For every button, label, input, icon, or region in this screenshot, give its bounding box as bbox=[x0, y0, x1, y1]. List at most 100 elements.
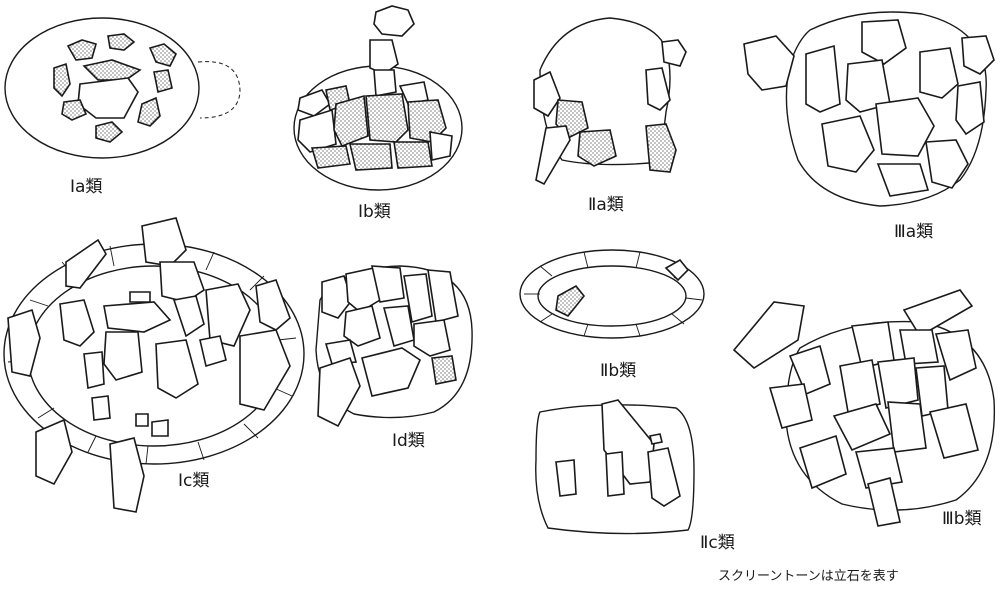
standing-stone bbox=[310, 145, 351, 169]
stone bbox=[555, 459, 577, 497]
stone bbox=[297, 108, 337, 153]
stone bbox=[141, 217, 187, 267]
stone bbox=[647, 447, 681, 507]
standing-stone bbox=[431, 355, 457, 385]
stone bbox=[343, 305, 381, 347]
stone bbox=[799, 434, 847, 490]
type-iiia-figure bbox=[743, 11, 995, 207]
stone bbox=[925, 139, 969, 189]
standing-stone bbox=[148, 43, 177, 67]
standing-stone bbox=[577, 129, 617, 167]
pit-outline bbox=[785, 11, 987, 207]
stone bbox=[899, 329, 939, 365]
stone bbox=[867, 477, 901, 527]
type-iiib-label: Ⅲb類 bbox=[942, 509, 982, 529]
stone bbox=[103, 331, 143, 381]
pit-extension-outline bbox=[197, 61, 241, 119]
stone bbox=[887, 401, 927, 453]
stone bbox=[255, 279, 291, 331]
type-iib-figure bbox=[519, 249, 705, 339]
standing-stone bbox=[95, 121, 124, 143]
type-iib-label: Ⅱb類 bbox=[600, 361, 636, 381]
stone bbox=[370, 265, 405, 303]
stone bbox=[928, 403, 979, 459]
stone bbox=[732, 301, 805, 370]
stone bbox=[788, 344, 831, 396]
type-ic-label: Ⅰc類 bbox=[178, 471, 209, 491]
stone bbox=[919, 47, 959, 99]
stone bbox=[35, 418, 73, 486]
stone bbox=[649, 433, 663, 445]
stone bbox=[832, 403, 892, 452]
type-iia-label: Ⅱa類 bbox=[588, 195, 624, 215]
stone bbox=[845, 59, 891, 113]
type-iic-label: Ⅱc類 bbox=[700, 533, 735, 553]
stone-group bbox=[7, 217, 291, 513]
type-ia-label: Ⅰa類 bbox=[70, 177, 102, 197]
stone bbox=[533, 70, 561, 118]
stone bbox=[403, 273, 433, 324]
type-id-label: Ⅰd類 bbox=[392, 431, 425, 451]
stone bbox=[429, 131, 453, 161]
stone bbox=[875, 97, 935, 157]
stone-group bbox=[53, 33, 177, 143]
stone bbox=[239, 329, 291, 411]
type-ib-label: Ⅰb類 bbox=[358, 202, 391, 222]
stone bbox=[297, 89, 332, 117]
pit-outline-inner bbox=[537, 265, 687, 327]
stone bbox=[91, 395, 111, 421]
stone bbox=[902, 289, 974, 338]
standing-stone bbox=[61, 99, 88, 121]
standing-stone bbox=[66, 39, 97, 61]
standing-stone bbox=[333, 94, 369, 148]
stone bbox=[199, 335, 227, 368]
pit-outline bbox=[4, 17, 200, 159]
stone bbox=[821, 115, 875, 173]
stone bbox=[961, 35, 995, 75]
pit-outline bbox=[535, 404, 695, 535]
stone-group bbox=[732, 289, 979, 527]
legend-note: スクリーントーンは立石を表す bbox=[718, 569, 899, 584]
standing-stone bbox=[53, 62, 71, 98]
stone bbox=[172, 295, 205, 338]
stone bbox=[768, 383, 813, 429]
type-ib-figure bbox=[293, 5, 463, 191]
stone bbox=[373, 69, 397, 97]
stone bbox=[645, 67, 671, 111]
stone bbox=[743, 35, 795, 91]
stone bbox=[135, 413, 149, 427]
stone bbox=[839, 359, 881, 413]
stone bbox=[129, 291, 151, 303]
stone bbox=[934, 329, 977, 382]
stone bbox=[151, 419, 169, 437]
stone bbox=[65, 238, 107, 289]
type-iiia-label: Ⅲa類 bbox=[894, 222, 933, 242]
stone bbox=[382, 305, 415, 348]
stone bbox=[317, 356, 361, 428]
stone-group bbox=[297, 39, 453, 171]
stone bbox=[155, 339, 199, 399]
stone bbox=[109, 437, 145, 513]
stone bbox=[321, 275, 353, 319]
pit-outline-outer bbox=[519, 249, 705, 339]
flat-stone bbox=[77, 77, 139, 119]
displaced-stone bbox=[373, 5, 415, 37]
stone bbox=[861, 19, 907, 65]
type-id-figure bbox=[315, 265, 473, 428]
standing-stone bbox=[107, 33, 136, 51]
stone bbox=[877, 357, 919, 409]
type-iic-figure bbox=[535, 399, 695, 535]
standing-stone bbox=[645, 123, 677, 173]
standing-stone bbox=[137, 96, 161, 127]
standing-stone bbox=[82, 59, 142, 81]
stone bbox=[361, 347, 421, 397]
stone bbox=[661, 39, 687, 67]
standing-stone bbox=[393, 141, 433, 169]
stone bbox=[805, 44, 841, 113]
stone bbox=[59, 299, 95, 347]
stone-group bbox=[743, 19, 995, 197]
stone bbox=[413, 319, 451, 357]
stone bbox=[7, 308, 41, 377]
stone bbox=[955, 81, 985, 136]
